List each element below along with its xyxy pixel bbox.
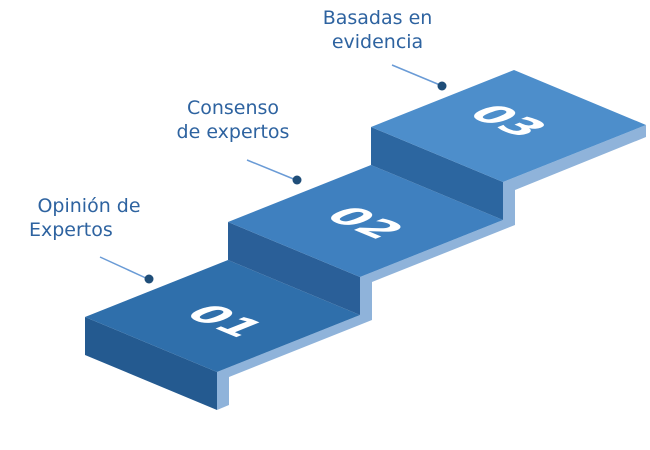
step-2-top-face xyxy=(228,165,503,277)
connector-line-3 xyxy=(391,64,441,86)
connector-line-2 xyxy=(246,159,297,181)
connector-dot-1 xyxy=(144,274,154,284)
step-1-label-line1: Opinión de xyxy=(37,195,141,217)
step-1-left-face xyxy=(85,317,217,410)
step-1-top-face xyxy=(85,260,360,372)
connector-line-1 xyxy=(99,256,149,280)
step-2-riser-face xyxy=(228,222,360,315)
step-3-label: Basadas en evidencia xyxy=(305,6,450,54)
connector-dot-3 xyxy=(437,81,447,91)
step-1-label-line2: Expertos xyxy=(29,219,113,241)
step-1-label: Opinión de Expertos xyxy=(14,194,164,242)
side-strip xyxy=(217,125,646,410)
step-3-label-line2: evidencia xyxy=(331,31,424,53)
step-3-top-face xyxy=(371,70,646,182)
connector-dot-2 xyxy=(292,175,302,185)
step-2-label: Consenso de expertos xyxy=(163,96,303,144)
step-3-label-line1: Basadas en xyxy=(322,7,433,29)
step-3-riser-face xyxy=(371,127,503,220)
step-2-label-line2: de expertos xyxy=(176,121,290,143)
step-2-label-line1: Consenso xyxy=(186,97,280,119)
